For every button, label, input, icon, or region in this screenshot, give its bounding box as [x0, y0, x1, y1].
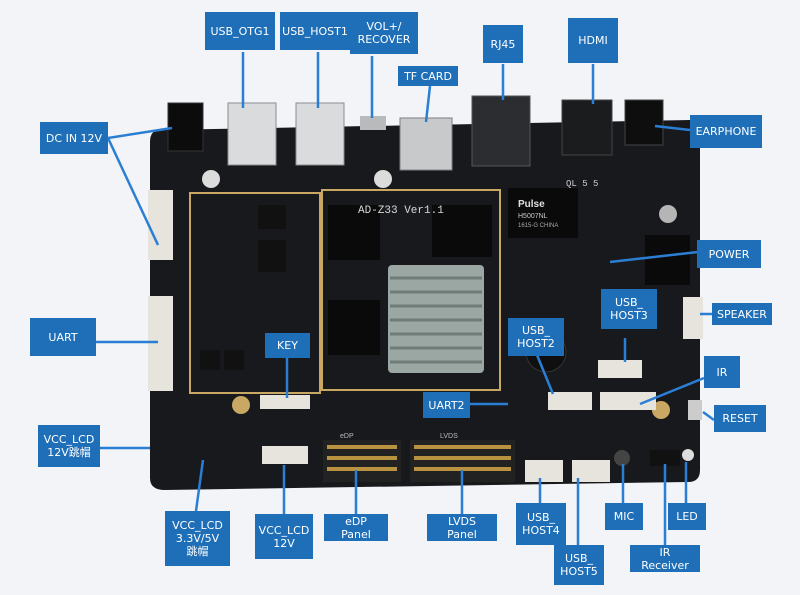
usb-host4-connector	[525, 460, 563, 482]
label-lvds-panel: LVDS Panel	[427, 514, 497, 541]
rj45-jack	[471, 95, 531, 167]
label-edp-panel: eDP Panel	[324, 514, 388, 541]
label-vcc-lcd-12v: VCC_LCD 12V	[255, 514, 313, 559]
power-chip	[645, 235, 690, 285]
label-uart2: UART2	[423, 392, 470, 418]
usb-host5-connector	[572, 460, 610, 482]
label-rj45: RJ45	[483, 25, 523, 63]
label-usb-host2: USB_ HOST2	[508, 318, 564, 356]
dc-jack	[167, 102, 204, 152]
mount-hole	[202, 170, 220, 188]
ram-chip	[432, 205, 492, 257]
power-chip	[200, 350, 220, 370]
label-key: KEY	[265, 333, 310, 358]
label-hdmi: HDMI	[568, 18, 618, 63]
heatsink	[388, 265, 484, 373]
chip-brand: Pulse	[518, 199, 545, 210]
label-dc-in: DC IN 12V	[40, 122, 108, 154]
dc-connector	[148, 190, 173, 260]
label-usb-host5: USB_ HOST5	[554, 545, 604, 585]
label-tf-card: TF CARD	[398, 66, 458, 86]
usb-host1-port	[295, 102, 345, 166]
header-pins	[327, 445, 511, 471]
mount-hole	[659, 205, 677, 223]
ir-connector	[600, 392, 656, 410]
label-usb-host3: USB_ HOST3	[601, 289, 657, 329]
mount-hole	[232, 396, 250, 414]
label-led: LED	[668, 503, 706, 530]
reset-button	[688, 400, 702, 420]
label-power: POWER	[697, 240, 761, 268]
label-ir: IR	[704, 356, 740, 388]
power-chip	[258, 240, 286, 272]
label-speaker: SPEAKER	[712, 303, 772, 325]
vol-recover-button	[360, 116, 386, 130]
pulse-chip	[508, 188, 578, 238]
mic-part	[614, 450, 630, 466]
mount-hole	[374, 170, 392, 188]
led-part	[682, 449, 694, 461]
label-ir-receiver: IR Receiver	[630, 545, 700, 572]
tf-card-slot	[399, 117, 453, 171]
ram-chip	[328, 300, 380, 355]
speaker-connector	[683, 297, 703, 339]
lvds-silk: LVDS	[440, 433, 458, 440]
label-usb-otg1: USB_OTG1	[205, 12, 275, 50]
hdmi-port	[561, 99, 613, 156]
chip-part: H5007NL	[518, 213, 548, 220]
label-usb-host1: USB_HOST1	[280, 12, 350, 50]
usb-otg1-port	[227, 102, 277, 166]
usb-host2-connector	[548, 392, 592, 410]
label-mic: MIC	[605, 503, 643, 530]
vcc-lcd-connector	[262, 446, 308, 464]
edp-silk: eDP	[340, 433, 354, 440]
earphone-jack	[624, 99, 664, 146]
chip-origin: 1615-G CHINA	[518, 223, 558, 229]
silkscreen-model: AD-Z33 Ver1.1	[358, 205, 444, 217]
mount-hole	[652, 401, 670, 419]
uart-connector	[148, 296, 173, 391]
label-vcc-lcd-12v-jumper: VCC_LCD 12V跳帽	[38, 425, 100, 467]
power-chip	[224, 350, 244, 370]
usb-host3-connector	[598, 360, 642, 378]
label-uart: UART	[30, 318, 96, 356]
label-usb-host4: USB_ HOST4	[516, 503, 566, 545]
power-section-outline	[189, 192, 321, 394]
label-earphone: EARPHONE	[690, 115, 762, 148]
label-vol-recover: VOL+/ RECOVER	[350, 12, 418, 54]
key-connector	[260, 395, 310, 409]
ram-chip	[328, 205, 380, 260]
ir-receiver-part	[650, 450, 680, 466]
soc-section-outline	[321, 189, 501, 391]
power-chip	[258, 205, 286, 229]
label-reset: RESET	[714, 405, 766, 432]
label-vcc-lcd-33-5v: VCC_LCD 3.3V/5V 跳帽	[165, 511, 230, 566]
leader-lines	[96, 52, 715, 545]
qs-silk: QL 5 5	[566, 179, 598, 189]
